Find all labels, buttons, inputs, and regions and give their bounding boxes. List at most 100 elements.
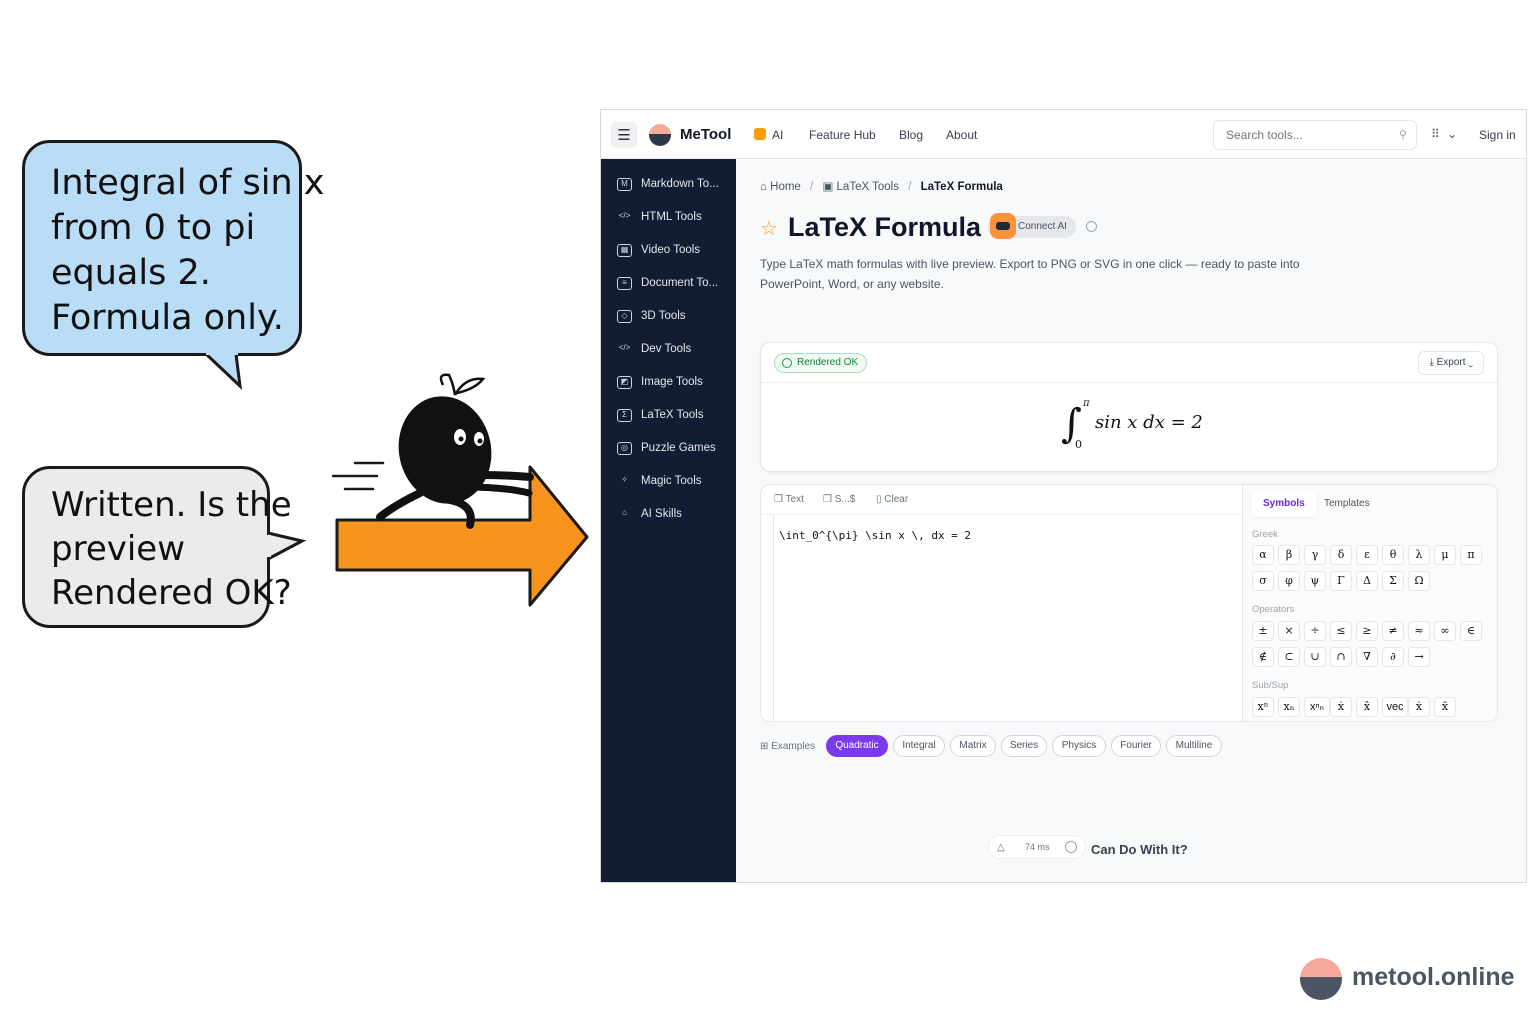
symbol-button[interactable]: ∈ [1460, 621, 1482, 641]
sidebar-item-image[interactable]: ◩Image Tools [617, 372, 703, 392]
symbol-button[interactable]: xₙ [1278, 697, 1300, 717]
symbol-button[interactable]: ∞ [1434, 621, 1456, 641]
example-chip[interactable]: Physics [1052, 735, 1106, 757]
symbol-button[interactable]: σ [1252, 571, 1274, 591]
symbol-button[interactable]: γ [1304, 545, 1326, 565]
example-chip[interactable]: Series [1001, 735, 1047, 757]
symbol-button[interactable]: x̂ [1356, 697, 1378, 717]
apps-grid-icon[interactable]: ⠿ ⌄ [1431, 127, 1460, 141]
symbol-button[interactable]: ≠ [1382, 621, 1404, 641]
robot-icon [990, 213, 1016, 239]
nav-blog[interactable]: Blog [899, 128, 924, 142]
breadcrumb-home[interactable]: Home [770, 181, 801, 193]
symbol-button[interactable]: μ [1434, 545, 1456, 565]
symbol-button[interactable]: ≤ [1330, 621, 1352, 641]
brand-name[interactable]: MeTool [680, 126, 732, 143]
symbol-button[interactable]: δ [1330, 545, 1352, 565]
symbol-button[interactable]: ẋ [1330, 697, 1352, 717]
connect-ai-button[interactable]: Connect AI [988, 213, 1076, 239]
metool-logo[interactable] [649, 124, 671, 146]
symbol-button[interactable]: ε [1356, 545, 1378, 565]
footer-brand: metool.online [1352, 963, 1515, 991]
bubble-line: Written. Is the [51, 485, 292, 525]
symbol-button[interactable]: x̄ [1434, 697, 1456, 717]
symbol-button[interactable]: β [1278, 545, 1300, 565]
sidebar-item-html[interactable]: </>HTML Tools [617, 207, 702, 227]
symbol-button[interactable]: ∪ [1304, 647, 1326, 667]
symbol-button[interactable]: θ [1382, 545, 1404, 565]
sidebar-item-label: Video Tools [641, 244, 701, 256]
symbol-button[interactable]: ẋ [1408, 697, 1430, 717]
speech-bubble-reply: Written. Is the preview Rendered OK? [22, 466, 292, 628]
example-chip[interactable]: Matrix [950, 735, 996, 757]
search-box[interactable]: ⚲ [1213, 120, 1417, 150]
sidebar-item-ai-skills[interactable]: ⌂AI Skills [617, 504, 682, 524]
symbol-button[interactable]: × [1278, 621, 1300, 641]
sidebar-item-puzzle[interactable]: ◎Puzzle Games [617, 438, 716, 458]
graduation-cap-icon: ⌂ [622, 507, 627, 517]
example-chip[interactable]: Quadratic [826, 735, 888, 757]
document-icon: ≡ [617, 276, 632, 290]
target-icon[interactable] [1065, 841, 1077, 853]
symbol-button[interactable]: λ [1408, 545, 1430, 565]
search-input[interactable] [1226, 128, 1386, 142]
search-icon[interactable]: ⚲ [1398, 129, 1407, 141]
tab-symbols[interactable]: Symbols [1263, 498, 1305, 509]
symbol-button[interactable]: → [1408, 647, 1430, 667]
sidebar-item-dev[interactable]: </>Dev Tools [617, 339, 692, 359]
symbol-button[interactable]: α [1252, 545, 1274, 565]
bubble-line: Rendered OK? [51, 573, 292, 613]
symbol-button[interactable]: vec [1382, 697, 1408, 717]
example-chip[interactable]: Integral [893, 735, 945, 757]
latex-editor[interactable] [773, 515, 1241, 721]
symbol-button[interactable]: Ω [1408, 571, 1430, 591]
hamburger-menu-icon[interactable]: ☰ [611, 122, 637, 148]
clear-button[interactable]: ▯ Clear [876, 494, 908, 505]
latex-source-text[interactable]: \int_0^{\pi} \sin x \, dx = 2 [779, 529, 972, 542]
symbol-button[interactable]: ≥ [1356, 621, 1378, 641]
symbol-button[interactable]: ⊂ [1278, 647, 1300, 667]
symbol-button[interactable]: π [1460, 545, 1482, 565]
favorite-star-icon[interactable]: ☆ [760, 218, 778, 240]
group-label-operators: Operators [1252, 604, 1295, 615]
symbol-panel: Symbols Templates Greek Operators Sub/Su… [1242, 485, 1497, 721]
sidebar-item-magic[interactable]: ✧Magic Tools [617, 471, 701, 491]
source-mode-button[interactable]: ❐ S...$ [823, 494, 855, 505]
sidebar-item-3d[interactable]: ◇3D Tools [617, 306, 686, 326]
breadcrumb-latex-tools[interactable]: LaTeX Tools [836, 181, 899, 193]
export-button[interactable]: ⤓ Export ⌄ [1418, 351, 1484, 375]
breadcrumb: ⌂ Home / ▣ LaTeX Tools / LaTeX Formula [760, 179, 1003, 193]
example-chip[interactable]: Multiline [1166, 735, 1222, 757]
cube-icon: ◇ [617, 309, 632, 323]
breadcrumb-current: LaTeX Formula [920, 181, 1003, 193]
symbol-button[interactable]: xⁿ [1252, 697, 1274, 717]
tab-templates[interactable]: Templates [1324, 498, 1370, 509]
symbol-button[interactable]: Δ [1356, 571, 1378, 591]
symbol-button[interactable]: ∇ [1356, 647, 1378, 667]
sidebar-item-video[interactable]: ▦Video Tools [617, 240, 700, 260]
symbol-button[interactable]: ≈ [1408, 621, 1430, 641]
symbol-button[interactable]: xⁿₙ [1304, 697, 1330, 717]
symbol-button[interactable]: ± [1252, 621, 1274, 641]
text-mode-button[interactable]: ❐ Text [774, 494, 804, 505]
nav-feature-hub[interactable]: Feature Hub [809, 128, 876, 142]
symbol-button[interactable]: ψ [1304, 571, 1326, 591]
nav-ai[interactable]: AI [754, 128, 783, 142]
symbol-button[interactable]: ∩ [1330, 647, 1352, 667]
info-icon[interactable] [1086, 221, 1097, 232]
sidebar-item-label: Puzzle Games [641, 442, 716, 454]
symbol-button[interactable]: Γ [1330, 571, 1352, 591]
sidebar-item-document[interactable]: ≡ Document To... [617, 273, 718, 293]
symbol-button[interactable]: ∂ [1382, 647, 1404, 667]
symbol-button[interactable]: φ [1278, 571, 1300, 591]
symbol-button[interactable]: Σ [1382, 571, 1404, 591]
sign-in-link[interactable]: Sign in [1479, 128, 1516, 142]
sidebar-item-label: Document To... [641, 277, 719, 289]
home-icon: ⌂ [760, 181, 767, 193]
symbol-button[interactable]: ÷ [1304, 621, 1326, 641]
symbol-button[interactable]: ∉ [1252, 647, 1274, 667]
example-chip[interactable]: Fourier [1111, 735, 1161, 757]
nav-about[interactable]: About [946, 128, 978, 142]
